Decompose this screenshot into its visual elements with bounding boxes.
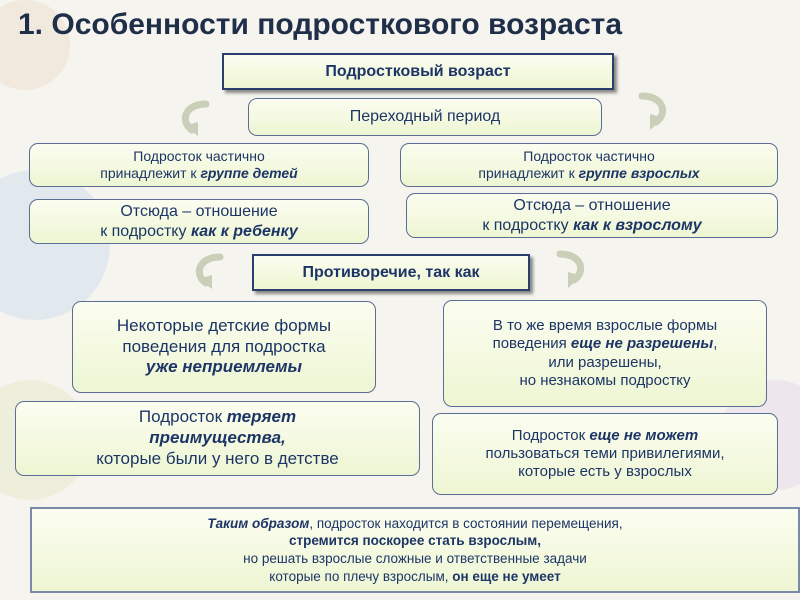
left-group-line1: Подросток частично: [133, 147, 265, 164]
right-cannot-line3: которые есть у взрослых: [518, 463, 692, 481]
left-group-emphasis: группе детей: [200, 165, 298, 181]
background-circle: [0, 170, 110, 320]
header-box: Подростковый возраст: [222, 53, 614, 90]
right-cannot-emphasis: еще не может: [589, 426, 699, 444]
conclusion-line3: но решать взрослые сложные и ответственн…: [243, 551, 587, 566]
conclusion-box: Таким образом, подросток находится в сос…: [30, 507, 800, 593]
left-attitude-emphasis: как к ребенку: [190, 222, 298, 240]
right-attitude-emphasis: как к взрослому: [573, 216, 702, 234]
curved-arrow-icon: [638, 92, 667, 130]
right-attitude-line1: Отсюда – отношение: [513, 196, 671, 214]
right-forms-line3: или разрешены,: [548, 353, 662, 371]
header-box-label: Подростковый возраст: [325, 62, 511, 80]
left-attitude-line1: Отсюда – отношение: [120, 202, 278, 220]
left-loses-box: Подросток теряет преимущества, которые б…: [15, 401, 420, 476]
left-group-box: Подросток частично принадлежит к группе …: [29, 143, 369, 187]
background-circle: [0, 0, 70, 90]
conclusion-emphasis: Таким образом: [207, 515, 310, 531]
curved-arrow-icon: [556, 250, 585, 288]
right-forms-line1: В то же время взрослые формы: [492, 316, 718, 334]
left-attitude-box: Отсюда – отношение к подростку как к реб…: [29, 199, 369, 244]
left-forms-line2: поведения для подростка: [122, 336, 326, 356]
right-group-emphasis: группе взрослых: [578, 165, 700, 181]
curved-arrow-icon: [181, 100, 210, 136]
left-forms-line1: Некоторые детские формы: [116, 315, 332, 335]
transition-box: Переходный период: [248, 98, 602, 136]
conclusion-line4-bold: он еще не умеет: [452, 568, 561, 584]
left-loses-emphasis: теряет: [226, 407, 297, 427]
right-forms-emphasis: еще не разрешены: [570, 335, 714, 353]
left-loses-line3: которые были у него в детстве: [96, 448, 339, 468]
page-title: 1. Особенности подросткового возраста: [18, 8, 622, 41]
contradiction-box-label: Противоречие, так как: [302, 263, 480, 281]
contradiction-box: Противоречие, так как: [252, 254, 530, 291]
right-cannot-box: Подросток еще не может пользоваться теми…: [432, 413, 778, 495]
right-attitude-box: Отсюда – отношение к подростку как к взр…: [406, 193, 778, 238]
right-cannot-line2: пользоваться теми привилегиями,: [485, 444, 725, 462]
left-forms-box: Некоторые детские формы поведения для по…: [72, 301, 376, 393]
curved-arrow-icon: [195, 253, 224, 289]
transition-box-label: Переходный период: [349, 108, 501, 126]
conclusion-line2: стремится поскорее стать взрослым,: [288, 533, 542, 549]
left-forms-emphasis: уже неприемлемы: [145, 357, 303, 377]
right-forms-line4: но незнакомы подростку: [519, 371, 691, 389]
right-group-line1: Подросток частично: [523, 147, 655, 164]
right-group-box: Подросток частично принадлежит к группе …: [400, 143, 778, 187]
right-forms-box: В то же время взрослые формы поведения е…: [443, 300, 767, 407]
left-loses-emphasis-2: преимущества,: [149, 428, 286, 448]
